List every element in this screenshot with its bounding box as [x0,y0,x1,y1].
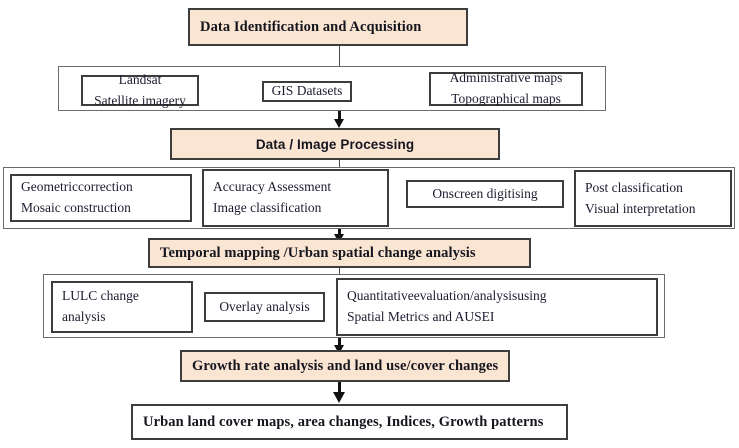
process-accuracy-line2: Image classification [213,200,322,215]
process-postclass-line1: Post classification [585,179,683,195]
analysis-box-lulc-change[interactable]: LULC change analysis [51,281,193,333]
connector-temporal-to-analysis [339,268,340,276]
process-text-postclass: Post classification Visual interpretatio… [576,178,730,219]
stage-label-outputs: Urban land cover maps, area changes, Ind… [143,413,544,430]
source-text-landsat: Landsat Satellite imagery [83,70,197,111]
analysis-quant-word3: / [469,288,474,304]
source-landsat-line2: Satellite imagery [94,92,186,108]
group-analysis-steps: LULC change analysis Overlay analysis Qu… [43,274,665,338]
source-landsat-line1: Landsat [118,71,162,87]
connector-growth-to-outputs [338,382,341,399]
source-box-maps[interactable]: Administrative maps Topographical maps [429,70,583,106]
stage-box-growth-rate[interactable]: Growth rate analysis and land use/cover … [180,350,510,382]
connector-sources-to-processing [338,111,341,122]
analysis-quant-word1: Quantitative [347,288,414,304]
process-box-geometric-correction[interactable]: Geometriccorrection Mosaic construction [10,174,192,222]
source-maps-line2: Topographical maps [451,91,561,106]
stage-box-outputs[interactable]: Urban land cover maps, area changes, Ind… [131,404,568,440]
process-digitising-line1: Onscreen digitising [432,185,538,201]
analysis-quant-word4: analysis [473,288,518,304]
analysis-quant-word2: evaluation [413,288,470,304]
process-text-accuracy: Accuracy Assessment Image classification [204,177,387,218]
process-geometric-line2: Mosaic construction [21,200,131,215]
analysis-overlay-line1: Overlay analysis [219,298,310,314]
connector-processing-to-steps [339,160,340,168]
analysis-text-lulc: LULC change analysis [53,286,191,327]
source-box-gis-datasets[interactable]: GIS Datasets [262,81,352,102]
process-accuracy-line1: Accuracy Assessment [213,179,332,195]
process-text-geometric: Geometriccorrection Mosaic construction [12,177,190,218]
stage-box-temporal-mapping[interactable]: Temporal mapping /Urban spatial change a… [148,238,531,268]
connector-identification-to-sources [339,46,340,66]
process-box-post-classification[interactable]: Post classification Visual interpretatio… [574,170,732,227]
analysis-box-quantitative[interactable]: Quantitativeevaluation/analysisusing Spa… [336,278,658,336]
source-gis-line1: GIS Datasets [271,83,343,99]
analysis-quant-word5: using [517,288,547,304]
stage-label-data-processing: Data / Image Processing [255,136,415,152]
source-text-maps: Administrative maps Topographical maps [431,68,581,109]
group-processing-steps: Geometriccorrection Mosaic construction … [3,167,735,229]
analysis-text-overlay: Overlay analysis [206,297,323,318]
stage-label-growth-rate: Growth rate analysis and land use/cover … [192,357,499,374]
process-geometric-word1: Geometric [21,179,78,195]
arrowhead-analysis-to-growth [334,345,344,354]
analysis-quantitative-line2: Spatial Metrics and AUSEI [347,309,495,324]
process-box-onscreen-digitising[interactable]: Onscreen digitising [406,180,564,208]
analysis-lulc-line2: analysis [62,309,106,324]
process-box-accuracy-assessment[interactable]: Accuracy Assessment Image classification [202,169,389,227]
stage-label-data-identification: Data Identification and Acquisition [200,18,422,35]
connector-steps-to-temporal [338,229,341,238]
group-data-sources: Landsat Satellite imagery GIS Datasets A… [58,66,606,111]
stage-box-data-identification[interactable]: Data Identification and Acquisition [188,8,468,46]
stage-label-temporal-mapping: Temporal mapping /Urban spatial change a… [160,244,476,261]
source-text-gis-datasets: GIS Datasets [264,81,350,102]
process-text-digitising: Onscreen digitising [408,184,562,205]
process-postclass-line2: Visual interpretation [585,200,696,216]
analysis-box-overlay[interactable]: Overlay analysis [204,292,325,322]
process-geometric-word2: correction [77,179,133,195]
analysis-quantitative-line1: Quantitativeevaluation/analysisusing [347,286,647,307]
arrowhead-sources-to-processing [334,119,344,128]
analysis-lulc-line1: LULC change [62,288,139,304]
source-maps-line1: Administrative maps [449,70,563,86]
process-geometric-line1: Geometriccorrection [21,177,181,198]
source-box-landsat[interactable]: Landsat Satellite imagery [81,72,199,108]
stage-box-data-processing[interactable]: Data / Image Processing [170,128,500,160]
arrowhead-growth-to-outputs [333,392,345,403]
analysis-text-quantitative: Quantitativeevaluation/analysisusing Spa… [338,286,656,327]
